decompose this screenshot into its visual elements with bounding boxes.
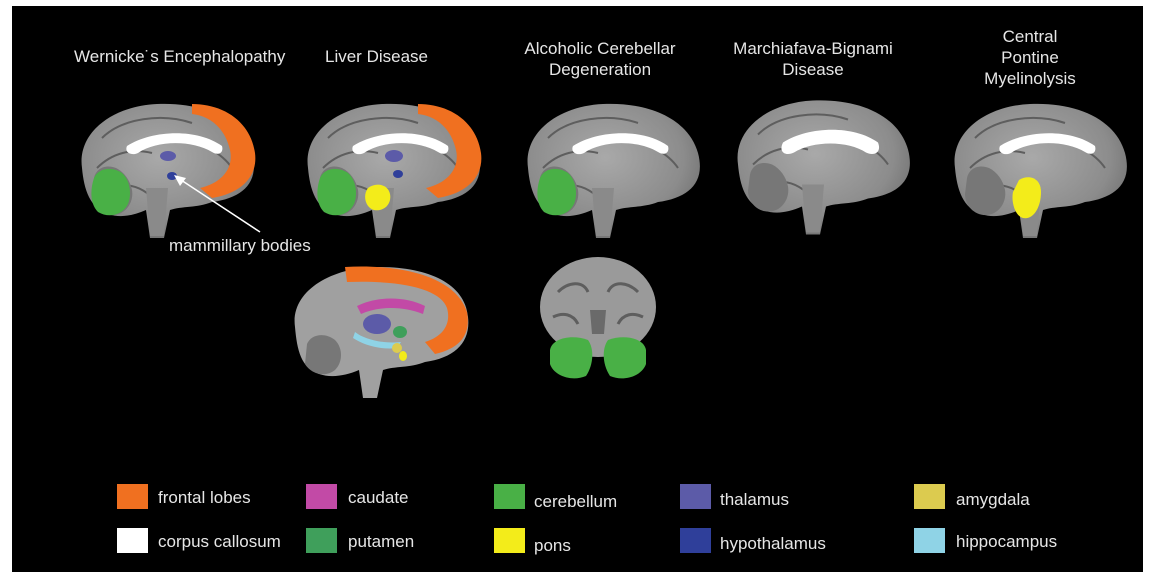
legend-swatch	[680, 528, 711, 553]
title-line: Disease	[723, 59, 903, 80]
annotation-arrow	[160, 170, 270, 240]
legend-label: hippocampus	[956, 532, 1057, 552]
legend-swatch	[914, 484, 945, 509]
legend-label: corpus callosum	[158, 532, 281, 552]
legend-label: thalamus	[720, 490, 789, 510]
brain-sagittal-mbd	[728, 92, 918, 242]
title-wernickes-encephalopathy: Wernicke˙s Encephalopathy	[74, 46, 285, 67]
legend-swatch	[306, 484, 337, 509]
legend-label: pons	[534, 536, 571, 556]
legend-swatch	[117, 528, 148, 553]
legend-swatch	[680, 484, 711, 509]
legend-label: putamen	[348, 532, 414, 552]
title-line: Central	[970, 26, 1090, 47]
title-line: Marchiafava-Bignami	[723, 38, 903, 59]
brain-sagittal-cpm	[945, 98, 1135, 243]
legend-label: hypothalamus	[720, 534, 826, 554]
legend-swatch	[494, 528, 525, 553]
title-liver-disease: Liver Disease	[325, 46, 428, 67]
mammillary-bodies-label: mammillary bodies	[169, 236, 311, 256]
legend-swatch	[306, 528, 337, 553]
legend-swatch	[494, 484, 525, 509]
legend-label: frontal lobes	[158, 488, 251, 508]
brain-sagittal-liver	[298, 98, 488, 243]
title-line: Pontine	[970, 47, 1090, 68]
brain-sagittal-reference	[284, 262, 476, 402]
brain-sagittal-acd	[518, 98, 708, 243]
legend-label: caudate	[348, 488, 409, 508]
title-line: Degeneration	[500, 59, 700, 80]
title-central-pontine-myelinolysis: Central Pontine Myelinolysis	[970, 26, 1090, 89]
legend-label: cerebellum	[534, 492, 617, 512]
title-line: Alcoholic Cerebellar	[500, 38, 700, 59]
legend-swatch	[117, 484, 148, 509]
legend-label: amygdala	[956, 490, 1030, 510]
title-line: Myelinolysis	[970, 68, 1090, 89]
title-alcoholic-cerebellar-degeneration: Alcoholic Cerebellar Degeneration	[500, 38, 700, 80]
title-marchiafava-bignami-disease: Marchiafava-Bignami Disease	[723, 38, 903, 80]
brain-coronal-cerebellum	[528, 252, 668, 387]
legend-swatch	[914, 528, 945, 553]
